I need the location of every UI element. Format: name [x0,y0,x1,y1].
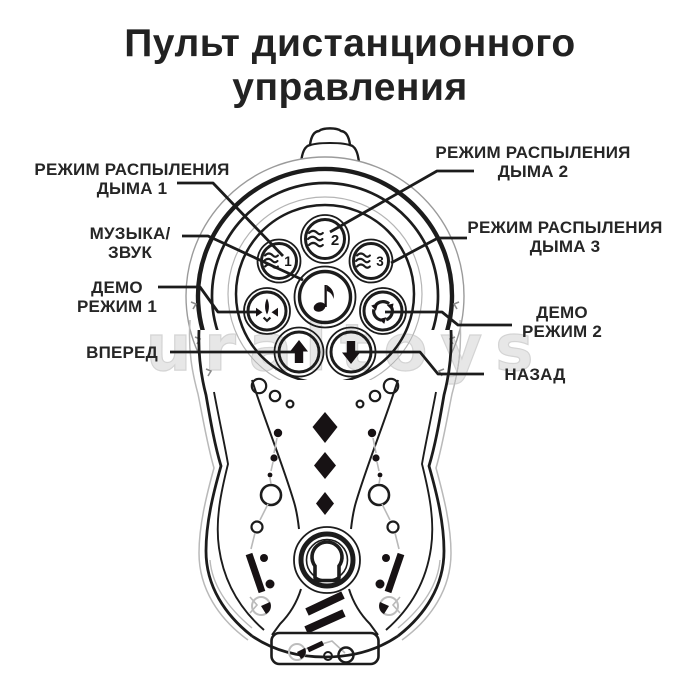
label-smoke-mode-3: РЕЖИМ РАСПЫЛЕНИЯ ДЫМА 3 [467,218,663,256]
deco-slashes [304,591,346,634]
music-note-icon [313,285,334,312]
label-demo-mode-2: ДЕМО РЕЖИМ 2 [521,303,603,341]
back-button [325,326,377,378]
leader-demo-2 [385,310,512,327]
smoke-icon [262,252,279,269]
leader-smoke-2 [329,169,474,234]
page-title-line1: Пульт дистанционного [124,22,576,65]
demo-2-rotate-icon [371,300,394,324]
smoke-3-digit: 3 [376,254,384,269]
label-smoke-mode-2: РЕЖИМ РАСПЫЛЕНИЯ ДЫМА 2 [435,143,631,181]
smoke-mode-3-button: 3 [348,238,394,284]
leader-back [353,350,484,376]
smoke-mode-2-button: 2 [300,214,350,264]
label-demo-mode-1: ДЕМО РЕЖИМ 1 [76,278,158,316]
smoke-icon [306,229,324,248]
deco-diamonds [312,412,338,515]
label-forward: ВПЕРЕД [86,343,158,362]
leader-demo-1 [158,285,256,314]
label-music-sound: МУЗЫКА/ ЗВУК [89,224,171,262]
up-arrow-icon [290,340,308,363]
power-keyhole-detail [293,526,361,594]
demo-1-icon [256,298,278,323]
forward-button [273,326,325,378]
label-smoke-mode-1: РЕЖИМ РАСПЫЛЕНИЯ ДЫМА 1 [34,160,230,198]
smoke-icon [354,252,371,269]
smoke-1-digit: 1 [284,254,292,269]
right-panel-decoration [367,428,405,616]
deco-circle-rows [250,377,400,409]
head-rings [195,166,455,395]
smoke-2-digit: 2 [331,232,339,249]
label-back: НАЗАД [504,365,566,384]
leader-smoke-1 [177,181,285,257]
antenna-dome [299,127,361,165]
down-arrow-icon [342,341,360,364]
left-panel-decoration [245,428,283,616]
handle-silhouette-gray [188,301,462,641]
bottom-panel [270,631,380,666]
demo-mode-2-button [359,287,407,335]
demo-mode-1-button [243,287,291,335]
music-sound-button [293,265,357,329]
page-title-line2: управления [232,66,468,109]
grip-curves [213,391,437,631]
leader-smoke-3 [390,236,467,265]
smoke-mode-1-button: 1 [256,238,302,284]
page-title: Пульт дистанционного управления [0,22,700,110]
